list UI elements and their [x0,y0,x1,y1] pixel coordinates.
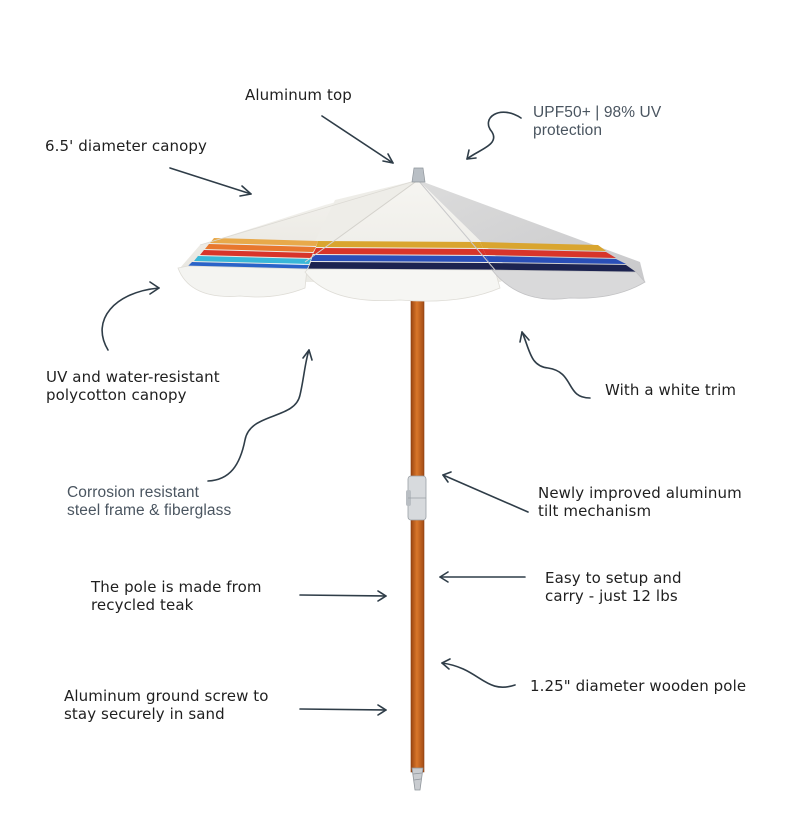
arrow-frame [207,349,313,482]
label-white-trim: With a white trim [605,381,737,399]
label-pole-diameter: 1.25" diameter wooden pole [530,677,747,695]
label-ground-screw: Aluminum ground screw to stay securely i… [64,687,269,723]
label-aluminum-top: Aluminum top [245,86,352,104]
arrow-setup [439,571,526,583]
label-uv-canopy: UV and water-resistant polycotton canopy [46,368,220,404]
label-recycled-teak: The pole is made from recycled teak [91,578,262,614]
arrow-teak [299,590,387,602]
wooden-pole [410,295,425,773]
label-frame: Corrosion resistant steel frame & fiberg… [67,484,232,519]
label-canopy-diameter: 6.5' diameter canopy [45,137,208,155]
label-tilt-mechanism: Newly improved aluminum tilt mechanism [538,484,742,520]
arrow-pole-diameter [441,658,516,688]
label-upf-protection: UPF50+ | 98% UV protection [533,104,662,139]
ground-screw [411,767,424,791]
label-setup-weight: Easy to setup and carry - just 12 lbs [545,569,682,605]
arrow-ground-screw [299,704,387,716]
arrow-white-trim [519,331,591,399]
arrow-tilt [442,471,529,513]
arrow-aluminum-top [321,115,394,164]
tilt-mechanism [406,475,427,521]
arrow-uv-canopy [101,281,160,351]
arrow-canopy-diameter [169,167,252,197]
canopy [177,179,646,302]
arrow-upf [466,111,522,160]
aluminum-top [411,167,426,183]
